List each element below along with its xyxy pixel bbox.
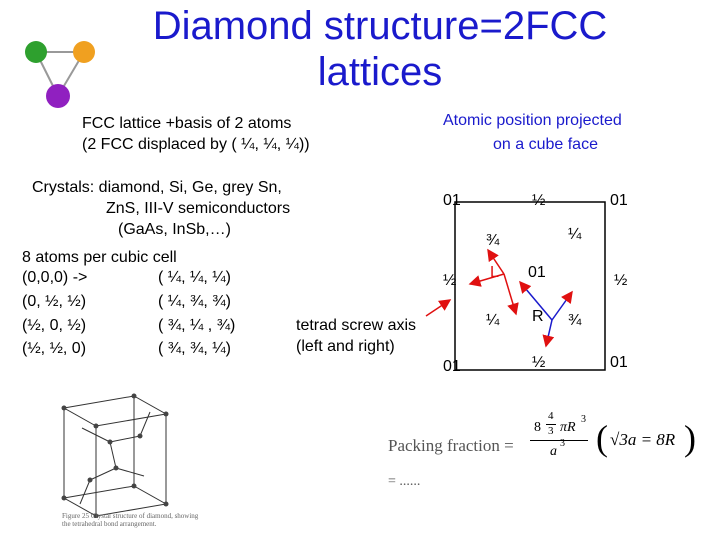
- page-title: Diamond structure=2FCC: [152, 4, 608, 48]
- R-arrow-up: [519, 280, 553, 321]
- R-arrow-down: [542, 319, 555, 348]
- packing-den: a: [550, 444, 557, 459]
- L-arrow-down: [503, 273, 519, 316]
- page-title-line2: lattices: [317, 50, 443, 94]
- L-label: L: [490, 264, 499, 281]
- projection-diagram: [425, 201, 606, 371]
- molecule-icon: [25, 41, 95, 108]
- projection-title-line2: on a cube face: [493, 136, 598, 153]
- crystals-line1: Crystals: diamond, Si, Ge, grey Sn,: [32, 179, 282, 196]
- packing-ellipsis: = ......: [388, 474, 421, 489]
- L-arrow-up: [487, 248, 505, 275]
- grid-label: ¾: [568, 312, 582, 329]
- packing-frac-top: 4: [548, 410, 554, 422]
- intro-line1: FCC lattice +basis of 2 atoms: [82, 115, 292, 132]
- screw-axis-arrow: [425, 299, 452, 317]
- screw-axis-line1: tetrad screw axis: [296, 317, 417, 334]
- R-arrow-right: [551, 290, 573, 321]
- grid-label: 01: [610, 354, 628, 371]
- grid-label: ¾: [486, 232, 500, 249]
- crystals-line3: (GaAs, InSb,…): [118, 221, 231, 238]
- packing-exp: 3: [581, 414, 586, 425]
- atom-pos-a: (½, 0, ½): [22, 317, 87, 334]
- R-label: R: [532, 308, 544, 325]
- diamond-structure-figure: [61, 393, 169, 518]
- grid-label: ¼: [568, 226, 582, 243]
- packing-rel-open: (: [596, 418, 608, 458]
- L-arrow-left: [468, 273, 505, 287]
- packing-relation: √3a = 8R: [610, 430, 676, 449]
- grid-label: ½: [443, 272, 457, 289]
- intro-line2: (2 FCC displaced by ( ¼, ¼, ¼)): [82, 136, 310, 153]
- figure-caption: Figure 25 Crystal structure of diamond, …: [62, 512, 199, 528]
- atom-pos-b: ( ¾, ¼ , ¾): [158, 317, 236, 334]
- packing-num-8: 8: [534, 420, 541, 435]
- packing-den-exp: 3: [560, 438, 565, 449]
- grid-label: 01: [610, 192, 628, 209]
- packing-rel-close: ): [684, 418, 696, 458]
- grid-label: ½: [614, 272, 628, 289]
- grid-label: ½: [532, 354, 546, 371]
- grid-label: 01: [443, 192, 461, 209]
- packing-fraction-bar: [530, 440, 588, 441]
- crystals-line2: ZnS, III-V semiconductors: [106, 200, 291, 217]
- packing-label: Packing fraction =: [388, 436, 514, 455]
- projection-title: Atomic position projected: [443, 112, 622, 129]
- grid-label: ½: [532, 192, 546, 209]
- atom-pos-b: ( ¼, ¾, ¾): [158, 293, 231, 310]
- grid-label: ¼: [486, 312, 500, 329]
- packing-pi-r: πR: [560, 420, 576, 435]
- atoms-header: 8 atoms per cubic cell: [22, 249, 177, 266]
- cube-face-outline: [454, 201, 606, 371]
- grid-label: 01: [528, 264, 546, 281]
- packing-small-fraction-bar: [546, 424, 556, 425]
- packing-frac-bot: 3: [548, 425, 554, 437]
- atom-pos-a: (½, ½, 0): [22, 340, 87, 357]
- atom-pos-b: ( ¼, ¼, ¼): [158, 269, 231, 286]
- atom-pos-a: (0,0,0) ->: [22, 269, 88, 286]
- grid-label: 01: [443, 358, 461, 375]
- screw-axis-line2: (left and right): [296, 338, 395, 355]
- atom-pos-b: ( ¾, ¾, ¼): [158, 340, 231, 357]
- atom-pos-a: (0, ½, ½): [22, 293, 87, 310]
